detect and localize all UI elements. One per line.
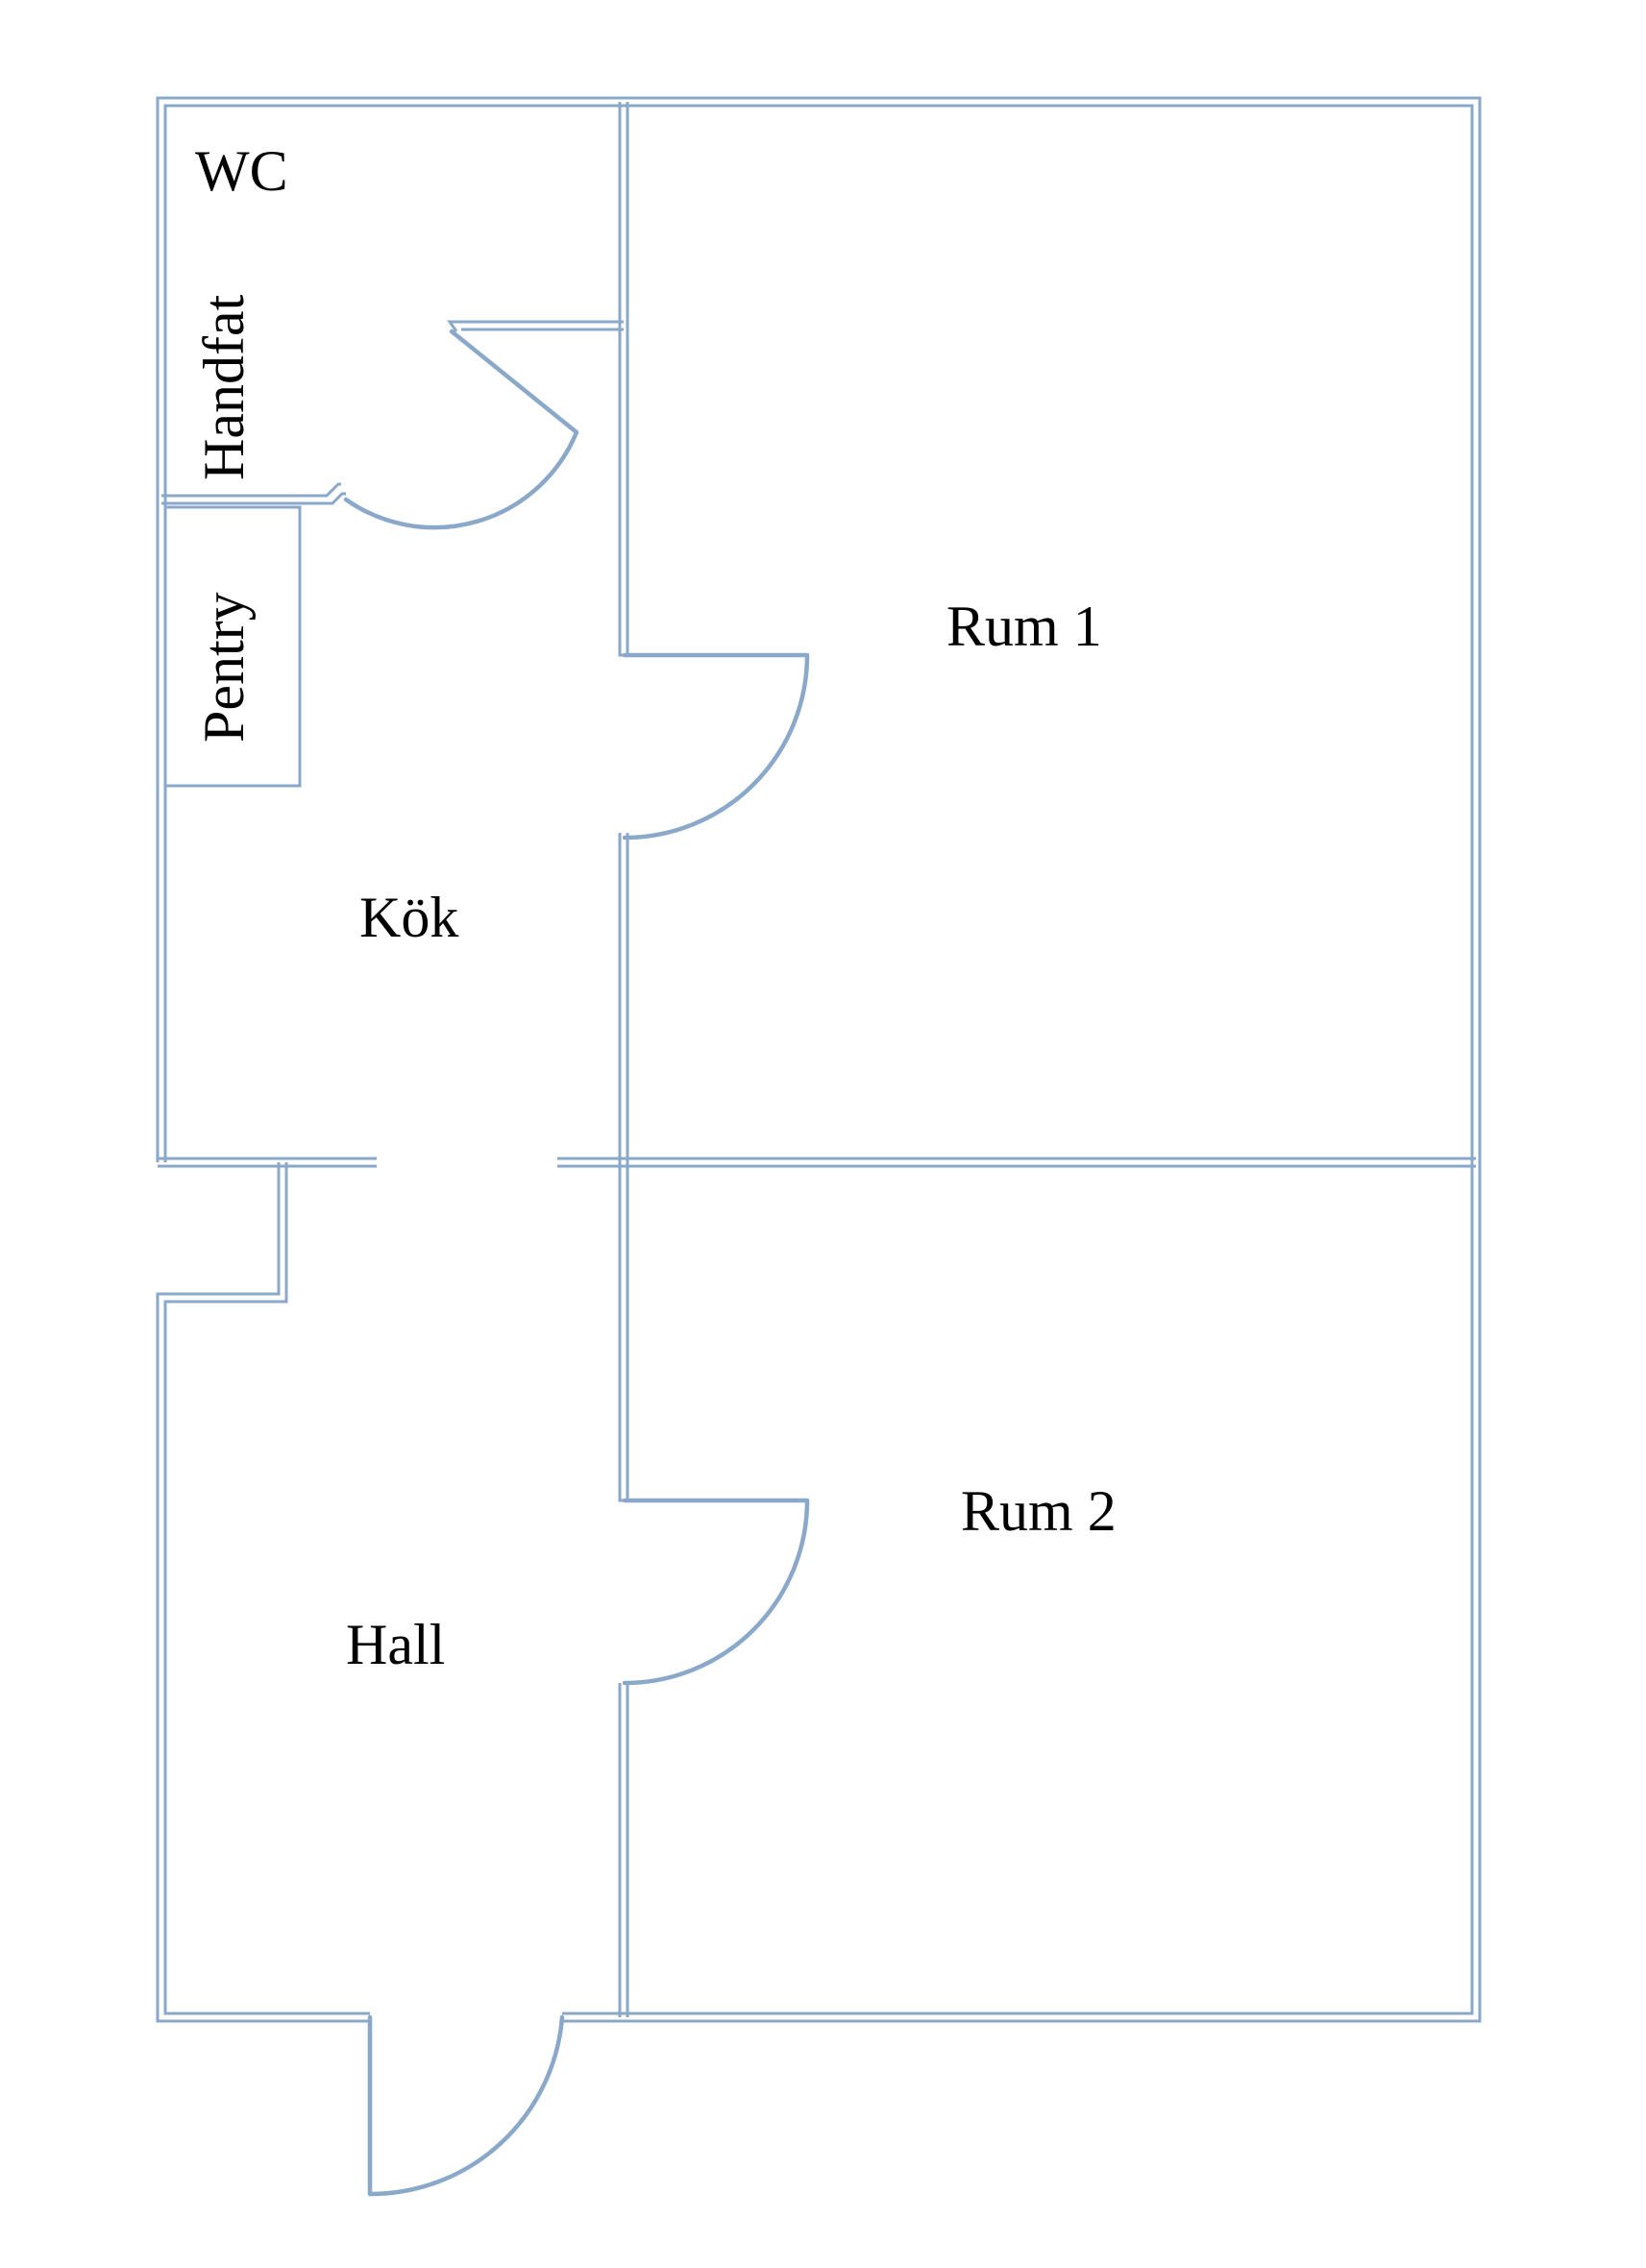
pentry-label: Pentry <box>192 592 256 743</box>
wall-kitchen-hall <box>158 1157 625 1168</box>
outer-wall <box>156 96 1482 2023</box>
wc-walls <box>161 320 624 505</box>
wall-vertical-partition <box>618 102 629 2017</box>
handfat-label: Handfat <box>192 294 256 480</box>
wc-label: WC <box>195 139 288 203</box>
rum1-label: Rum 1 <box>946 595 1102 658</box>
wc-door[interactable] <box>343 329 579 530</box>
rum1-door[interactable] <box>622 652 810 841</box>
entrance-door[interactable] <box>367 2014 565 2197</box>
rum2-door[interactable] <box>622 1498 810 1686</box>
wall-rum1-rum2 <box>624 1157 1476 1168</box>
kok-label: Kök <box>359 886 458 949</box>
pentry-box <box>163 505 302 788</box>
hall-label: Hall <box>346 1613 445 1676</box>
rum2-label: Rum 2 <box>961 1479 1117 1543</box>
